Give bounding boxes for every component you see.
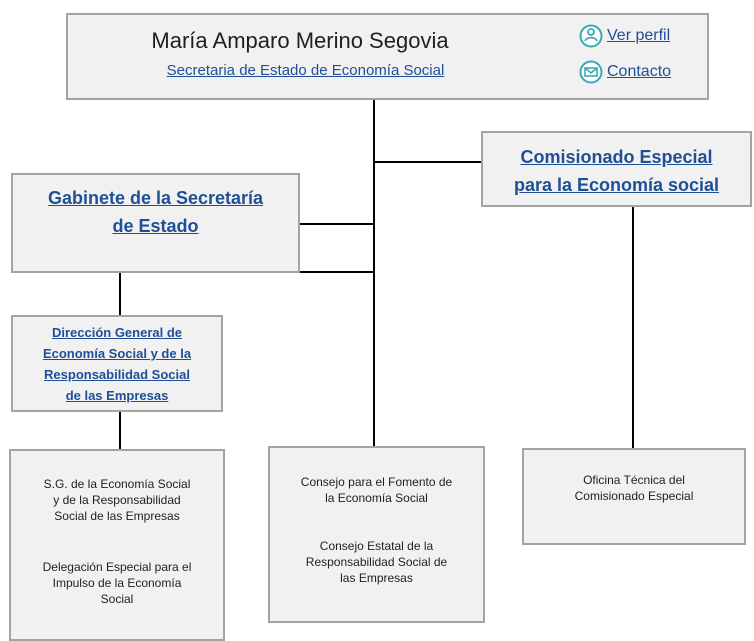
gabinete-line-2[interactable]: de Estado [112,216,199,236]
connector-comisionado-to-oficina [632,207,634,448]
contact-link[interactable]: Contacto [607,63,672,80]
secretaria-card: María Amparo Merino Segovia Secretaria d… [66,13,709,100]
contact-action[interactable]: Contacto [579,60,671,84]
delegacion-line-2: Impulso de la Economía [52,576,182,590]
comisionado-line-1[interactable]: Comisionado Especial [520,147,713,167]
consejo-fomento-line-1: Consejo para el Fomento de [300,475,453,489]
direccion-general-card: Dirección General de Economía Social y d… [11,315,223,412]
mail-circle-icon [579,60,603,84]
consejo-estatal-line-1: Consejo Estatal de la [319,539,434,553]
view-profile-link[interactable]: Ver perfil [607,27,671,44]
sg-line-1: S.G. de la Economía Social [43,477,191,491]
oficina-line-2: Comisionado Especial [574,489,694,503]
oficina-tecnica-label: Oficina Técnica del Comisionado Especial [524,472,744,504]
dg-line-4[interactable]: de las Empresas [65,388,169,403]
comisionado-line-2[interactable]: para la Economía social [513,175,720,195]
consejo-estatal-line-3: las Empresas [340,571,413,585]
dg-line-1[interactable]: Dirección General de [51,325,183,340]
sg-line-3: Social de las Empresas [54,509,180,523]
oficina-line-1: Oficina Técnica del [583,473,685,487]
delegacion-line-1: Delegación Especial para el [42,560,192,574]
user-circle-icon [579,24,603,48]
subdirecciones-card: S.G. de la Economía Social y de la Respo… [9,449,225,641]
sg-economia-social-label: S.G. de la Economía Social y de la Respo… [11,476,223,524]
consejos-card: Consejo para el Fomento de la Economía S… [268,446,485,623]
gabinete-line-1[interactable]: Gabinete de la Secretaría [47,188,264,208]
gabinete-link[interactable]: Gabinete de la Secretaría de Estado [13,184,298,240]
consejo-fomento-line-2: la Economía Social [325,491,428,505]
sg-line-2: y de la Responsabilidad [53,493,181,507]
consejo-estatal-label: Consejo Estatal de la Responsabilidad So… [270,538,483,586]
connector-comisionado-horizontal [373,161,481,163]
delegacion-line-3: Social [100,592,134,606]
delegacion-especial-label: Delegación Especial para el Impulso de l… [11,559,223,607]
person-name: María Amparo Merino Segovia [151,28,449,53]
comisionado-card: Comisionado Especial para la Economía so… [481,131,752,207]
consejo-estatal-line-2: Responsabilidad Social de [305,555,448,569]
connector-dg-to-sg [119,412,121,449]
secretaria-link[interactable]: Secretaria de Estado de Economía Social [166,62,445,79]
connector-main-vertical [373,100,375,447]
consejo-fomento-label: Consejo para el Fomento de la Economía S… [270,474,483,506]
view-profile-action[interactable]: Ver perfil [579,24,670,48]
dg-line-3[interactable]: Responsabilidad Social [44,367,190,382]
oficina-tecnica-card: Oficina Técnica del Comisionado Especial [522,448,746,545]
dg-line-2[interactable]: Economía Social y de la [42,346,192,361]
gabinete-card: Gabinete de la Secretaría de Estado [11,173,300,273]
connector-gabinete-horizontal [300,223,374,225]
direccion-general-link[interactable]: Dirección General de Economía Social y d… [13,322,221,406]
connector-dg-vertical [119,271,121,315]
comisionado-link[interactable]: Comisionado Especial para la Economía so… [483,143,750,199]
